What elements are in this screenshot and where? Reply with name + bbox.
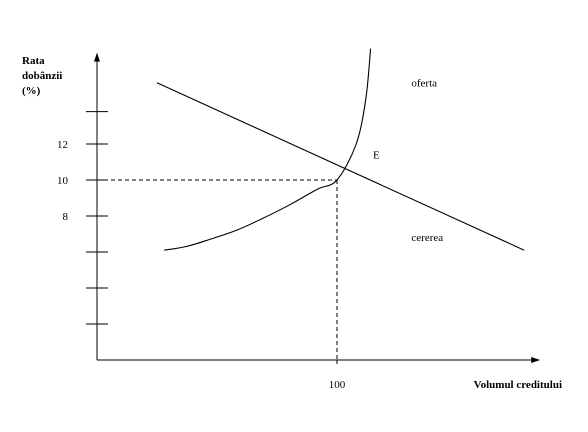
y-tick-label: 8 xyxy=(63,211,69,223)
x-tick-label: 100 xyxy=(329,379,346,391)
labels-layer: 12 10 8 100 Rata dobânzii (%) Volumul creditulu… xyxy=(22,55,562,391)
y-axis-arrow xyxy=(94,52,100,62)
axes-layer xyxy=(86,52,541,364)
annotation-oferta: oferta xyxy=(411,77,437,89)
x-axis-title: Volumul creditului xyxy=(474,379,562,391)
series-line-cererea xyxy=(156,82,525,251)
y-tick-label: 12 xyxy=(57,139,68,151)
y-tick-label: 10 xyxy=(57,175,69,187)
guide-lines-layer xyxy=(97,179,338,360)
x-axis-arrow xyxy=(531,357,541,363)
y-axis-title: dobânzii xyxy=(22,70,62,82)
series-layer xyxy=(156,48,525,251)
y-axis-title: (%) xyxy=(22,85,41,97)
series-line-oferta xyxy=(164,48,372,251)
y-axis-title: Rata xyxy=(22,55,45,67)
annotation-cererea: cererea xyxy=(411,232,443,244)
annotation-e: E xyxy=(373,149,380,161)
